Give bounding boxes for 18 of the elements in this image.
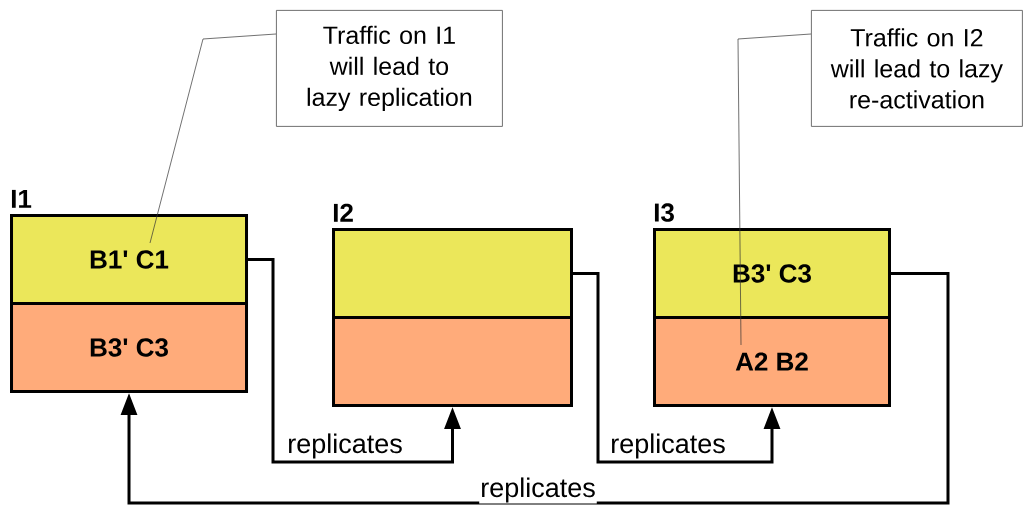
edge-label: replicates [479, 476, 597, 504]
node-label: I3 [654, 203, 674, 222]
storage-section: B3' C3 [653, 228, 891, 319]
edge-label: replicates [609, 432, 727, 460]
storage-section [332, 316, 573, 407]
storage-section [332, 228, 573, 319]
leader-line [737, 33, 812, 346]
node-label: I2 [333, 203, 353, 222]
callout-box: Traffic on I2 will lead to lazy re-activation [811, 10, 1023, 127]
edge-label: replicates [286, 432, 404, 460]
storage-section: B3' C3 [10, 302, 248, 393]
arrow [120, 272, 950, 505]
storage-section: B1' C1 [10, 214, 248, 305]
storage-section: A2 B2 [653, 316, 891, 407]
callout-box: Traffic on I1 will lead to lazy replication [276, 10, 503, 127]
node-label: I1 [11, 189, 32, 208]
arrow [248, 258, 461, 464]
leader-line [149, 33, 277, 244]
